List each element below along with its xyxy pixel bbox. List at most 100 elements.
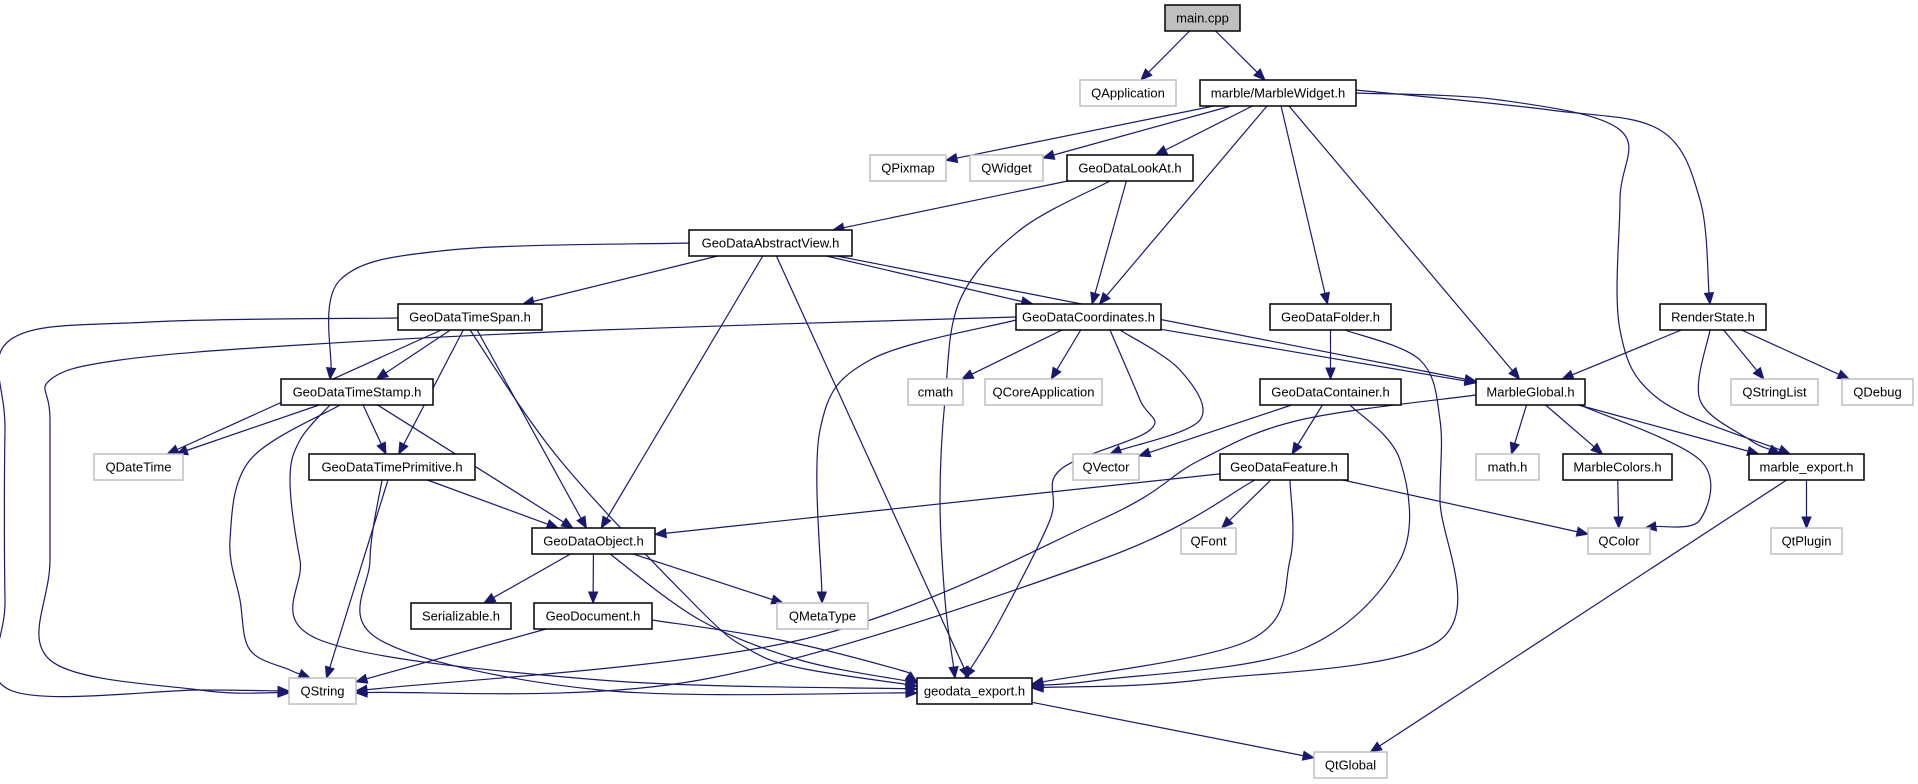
edge-geodata_export-to-QtGlobal — [1031, 701, 1316, 761]
node-box[interactable] — [1562, 453, 1673, 481]
node-GeoDataObject[interactable]: GeoDataObject.h — [531, 527, 656, 555]
edge-MarbleGlobal-to-marble_export — [1578, 404, 1760, 457]
edge-line — [328, 479, 389, 669]
edge-line — [1215, 30, 1259, 74]
edge-MarbleColors-to-QColor — [1613, 479, 1624, 530]
node-box — [969, 154, 1044, 182]
edge-GeoDataCoordinates-to-QMetaType — [816, 319, 1017, 605]
node-GeoDataContainer[interactable]: GeoDataContainer.h — [1259, 378, 1402, 406]
node-QDebug: QDebug — [1841, 378, 1914, 406]
edge-GeoDataLookAt-to-GeoDataAbstractView — [831, 180, 1068, 233]
edge-GeoDataFolder-to-GeoDataContainer-arrowhead — [1325, 367, 1336, 381]
edge-MarbleGlobal-to-QString-arrowhead — [354, 684, 369, 695]
edge-GeoDataTimeSpan-to-GeoDataObject-arrowhead — [576, 515, 587, 530]
edge-MarbleWidget-to-QWidget-arrowhead — [1041, 149, 1056, 160]
edge-MarbleWidget-to-MarbleGlobal — [1288, 105, 1521, 381]
node-MarbleGlobal[interactable]: MarbleGlobal.h — [1475, 378, 1586, 406]
node-RenderState[interactable]: RenderState.h — [1659, 303, 1767, 331]
node-label: cmath — [918, 385, 953, 400]
node-MarbleColors[interactable]: MarbleColors.h — [1562, 453, 1673, 481]
node-GeoDataFolder[interactable]: GeoDataFolder.h — [1269, 303, 1392, 331]
edge-main_cpp-to-MarbleWidget — [1215, 30, 1266, 81]
node-box[interactable] — [397, 303, 543, 331]
edge-line — [1164, 105, 1253, 152]
edge-line — [1342, 479, 1579, 533]
edge-line — [1617, 479, 1620, 519]
node-box — [907, 378, 964, 406]
edge-GeoDataCoordinates-to-geodata_export — [964, 329, 1156, 680]
edge-GeoDataContainer-to-QVector — [1137, 404, 1292, 458]
edge-GeoDataTimePrimitive-to-geodata_export-arrowhead — [905, 687, 919, 699]
edge-line — [476, 329, 583, 520]
node-box[interactable] — [308, 453, 476, 481]
edge-line — [365, 394, 1477, 691]
edge-GeoDataAbstractView-to-GeoDataObject — [600, 255, 764, 530]
node-box[interactable] — [1219, 453, 1349, 481]
node-label: marble_export.h — [1760, 460, 1854, 475]
node-box[interactable] — [1015, 303, 1162, 331]
node-box[interactable] — [1164, 4, 1241, 32]
edge-GeoDataFolder-to-GeoDataContainer — [1325, 330, 1336, 381]
edge-MarbleWidget-to-GeoDataCoordinates — [1098, 105, 1268, 306]
edge-MarbleGlobal-to-math_h-arrowhead — [1509, 441, 1520, 456]
node-GeoDataTimeStamp[interactable]: GeoDataTimeStamp.h — [280, 378, 434, 406]
edge-line — [1378, 479, 1787, 748]
node-QApplication: QApplication — [1079, 79, 1177, 107]
node-box — [1079, 79, 1177, 107]
edge-GeoDocument-to-QString — [354, 628, 547, 684]
edge-line — [826, 255, 1024, 303]
node-MarbleWidget[interactable]: marble/MarbleWidget.h — [1199, 79, 1357, 107]
node-box[interactable] — [1199, 79, 1357, 107]
node-box — [1180, 527, 1237, 555]
node-box[interactable] — [916, 677, 1033, 705]
edge-line — [1545, 404, 1596, 448]
node-Serializable[interactable]: Serializable.h — [410, 602, 512, 630]
node-marble_export[interactable]: marble_export.h — [1748, 453, 1865, 481]
node-box — [1841, 378, 1914, 406]
edge-line — [1513, 404, 1528, 445]
node-box[interactable] — [1475, 378, 1586, 406]
edge-marble_export-to-QtGlobal — [1369, 479, 1787, 753]
node-box[interactable] — [1659, 303, 1767, 331]
node-GeoDataAbstractView[interactable]: GeoDataAbstractView.h — [688, 229, 853, 257]
node-main_cpp[interactable]: main.cpp — [1164, 4, 1241, 32]
edge-MarbleGlobal-to-QString — [354, 394, 1477, 695]
edge-line — [664, 473, 1221, 534]
node-geodata_export[interactable]: geodata_export.h — [916, 677, 1033, 705]
edge-GeoDataLookAt-to-geodata_export — [939, 180, 1111, 680]
node-math_h: math.h — [1475, 453, 1540, 481]
edge-MarbleGlobal-to-MarbleColors-arrowhead — [1590, 442, 1604, 455]
edge-line — [842, 180, 1068, 229]
edge-RenderState-to-QStringList — [1723, 329, 1765, 381]
node-GeoDataTimeSpan[interactable]: GeoDataTimeSpan.h — [397, 303, 543, 331]
node-box[interactable] — [688, 229, 853, 257]
edge-GeoDataLookAt-to-GeoDataCoordinates-arrowhead — [1090, 291, 1101, 306]
node-box[interactable] — [533, 602, 653, 630]
node-GeoDataCoordinates[interactable]: GeoDataCoordinates.h — [1015, 303, 1162, 331]
edge-GeoDataContainer-to-GeoDataFeature — [1291, 404, 1323, 456]
node-label: QVector — [1083, 460, 1131, 475]
node-label: geodata_export.h — [924, 684, 1025, 699]
node-box[interactable] — [1269, 303, 1392, 331]
node-box[interactable] — [1748, 453, 1865, 481]
edge-GeoDataFeature-to-GeoDataObject — [653, 473, 1221, 539]
node-label: GeoDataFolder.h — [1281, 310, 1380, 325]
edge-line — [1355, 92, 1781, 451]
node-GeoDataFeature[interactable]: GeoDataFeature.h — [1219, 453, 1349, 481]
node-box[interactable] — [410, 602, 512, 630]
node-GeoDataTimePrimitive[interactable]: GeoDataTimePrimitive.h — [308, 453, 476, 481]
node-label: math.h — [1488, 460, 1528, 475]
node-box[interactable] — [531, 527, 656, 555]
node-GeoDocument[interactable]: GeoDocument.h — [533, 602, 653, 630]
node-box[interactable] — [280, 378, 434, 406]
edge-RenderState-to-MarbleGlobal-arrowhead — [1560, 369, 1575, 380]
node-label: QtPlugin — [1782, 534, 1832, 549]
node-box[interactable] — [1066, 154, 1194, 182]
edge-GeoDataTimeStamp-to-GeoDataTimePrimitive-arrowhead — [376, 441, 387, 456]
node-GeoDataLookAt[interactable]: GeoDataLookAt.h — [1066, 154, 1194, 182]
edge-GeoDataTimeSpan-to-GeoDataObject — [476, 329, 587, 530]
edge-GeoDataTimeSpan-to-GeoDataTimePrimitive-arrowhead — [398, 441, 409, 456]
node-box[interactable] — [1259, 378, 1402, 406]
edge-line — [1697, 329, 1772, 451]
